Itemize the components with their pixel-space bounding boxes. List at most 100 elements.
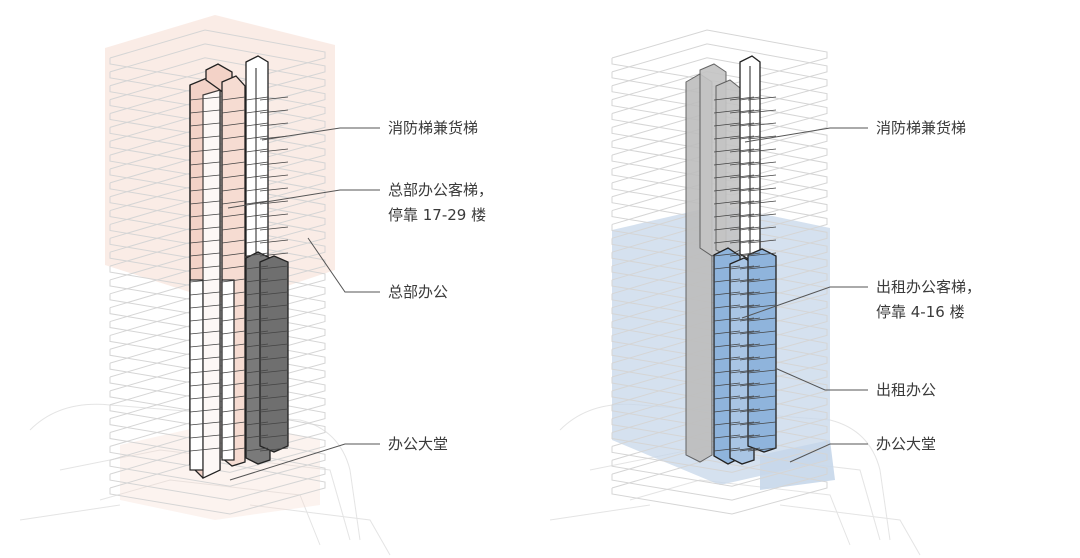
shaft-floor-tick xyxy=(189,252,221,257)
shaft-floor-tick xyxy=(739,122,761,127)
shaft-floor-tick xyxy=(713,135,741,140)
shaft-floor-tick xyxy=(747,174,777,179)
shaft-floor-tick xyxy=(245,382,269,387)
shaft-floor-tick xyxy=(739,356,761,361)
shaft-floor-tick xyxy=(245,278,269,283)
shaft-floor-tick xyxy=(259,408,289,413)
shaft-floor-tick xyxy=(747,265,777,270)
shaft-floor-tick xyxy=(221,447,246,452)
shaft-floor-tick xyxy=(221,135,246,140)
shaft-floor-tick xyxy=(713,356,741,361)
shaft-floor-tick xyxy=(729,304,755,309)
shaft-floor-tick xyxy=(245,96,269,101)
leader-rental-elevator xyxy=(741,286,868,319)
leader-hq-office xyxy=(307,237,380,293)
shaft-floor-tick xyxy=(739,226,761,231)
shaft-floor-tick xyxy=(245,395,269,400)
shaft-floor-tick xyxy=(259,96,289,101)
shaft-floor-tick xyxy=(747,356,777,361)
leader-hq-elevator xyxy=(227,189,380,209)
shaft-floor-tick xyxy=(259,109,289,114)
floor-plate xyxy=(611,43,828,99)
shaft-floor-tick xyxy=(189,395,221,400)
shaft-floor-tick xyxy=(739,408,761,413)
shaft-floor-tick xyxy=(245,356,269,361)
shaft-floor-tick xyxy=(189,421,221,426)
shaft-floor-tick xyxy=(221,408,246,413)
shaft-floor-tick xyxy=(747,317,777,322)
shaft-floor-tick xyxy=(245,408,269,413)
shaft-floor-tick xyxy=(245,187,269,192)
shaft-floor-tick xyxy=(245,291,269,296)
hq-elevator-shaft-2 xyxy=(205,63,246,467)
shaft-floor-tick xyxy=(245,161,269,166)
shaft-floor-tick xyxy=(747,122,777,127)
shaft-floor-tick xyxy=(747,291,777,296)
shaft-floor-tick xyxy=(739,291,761,296)
shaft-floor-tick xyxy=(245,447,269,452)
shaft-floor-tick xyxy=(189,356,221,361)
shaft-floor-tick xyxy=(729,161,755,166)
shaft-floor-tick xyxy=(245,434,269,439)
shaft-floor-tick xyxy=(739,343,761,348)
shaft-floor-tick xyxy=(747,421,777,426)
shaft-floor-tick xyxy=(259,356,289,361)
floor-plate xyxy=(109,71,326,127)
shaft-floor-tick xyxy=(739,148,761,153)
shaft-floor-tick xyxy=(729,343,755,348)
left-building xyxy=(105,15,335,520)
floor-plate xyxy=(611,29,828,85)
shaft-floor-tick xyxy=(259,122,289,127)
label-office-lobby: 办公大堂 xyxy=(388,435,448,453)
shaft-floor-tick xyxy=(245,304,269,309)
floor-plate xyxy=(109,43,326,99)
shaft-floor-tick xyxy=(729,434,755,439)
shaft-floor-tick xyxy=(245,239,269,244)
shaft-floor-tick xyxy=(713,330,741,335)
shaft-floor-tick xyxy=(221,161,246,166)
shaft-floor-tick xyxy=(221,369,246,374)
shaft-floor-tick xyxy=(747,447,777,452)
shaft-floor-tick xyxy=(189,369,221,374)
shaft-floor-tick xyxy=(245,317,269,322)
shaft-floor-tick xyxy=(729,122,755,127)
shaft-floor-tick xyxy=(189,447,221,452)
shaft-floor-tick xyxy=(729,278,755,283)
shaft-floor-tick xyxy=(259,421,289,426)
shaft-floor-tick xyxy=(747,200,777,205)
shaft-floor-tick xyxy=(747,343,777,348)
shaft-floor-tick xyxy=(739,239,761,244)
shaft-floor-tick xyxy=(747,96,777,101)
shaft-floor-tick xyxy=(747,226,777,231)
leader-rental-office xyxy=(774,367,868,391)
shaft-floor-tick xyxy=(747,382,777,387)
shaft-floor-tick xyxy=(729,239,755,244)
shaft-floor-tick xyxy=(259,187,289,192)
rental-elevator-shafts xyxy=(713,247,777,465)
shaft-floor-tick xyxy=(245,226,269,231)
shaft-floor-tick xyxy=(713,213,741,218)
shaft-floor-tick xyxy=(739,330,761,335)
shaft-floor-tick xyxy=(189,239,221,244)
shaft-floor-tick xyxy=(739,304,761,309)
shaft-floor-tick xyxy=(713,200,741,205)
shaft-floor-tick xyxy=(189,343,221,348)
shaft-floor-tick xyxy=(713,174,741,179)
shaft-floor-tick xyxy=(713,187,741,192)
shaft-floor-tick xyxy=(189,317,221,322)
shaft-floor-tick xyxy=(739,395,761,400)
shaft-floor-tick xyxy=(729,135,755,140)
shaft-floor-tick xyxy=(747,395,777,400)
shaft-floor-tick xyxy=(189,382,221,387)
shaft-floor-tick xyxy=(729,382,755,387)
shaft-floor-tick xyxy=(713,408,741,413)
shaft-floor-tick xyxy=(259,317,289,322)
shaft-floor-tick xyxy=(729,200,755,205)
shaft-floor-tick xyxy=(747,148,777,153)
shaft-floor-tick xyxy=(245,200,269,205)
shaft-floor-tick xyxy=(245,148,269,153)
shaft-floor-tick xyxy=(189,330,221,335)
shaft-floor-tick xyxy=(245,213,269,218)
leader-lobby xyxy=(789,443,868,463)
